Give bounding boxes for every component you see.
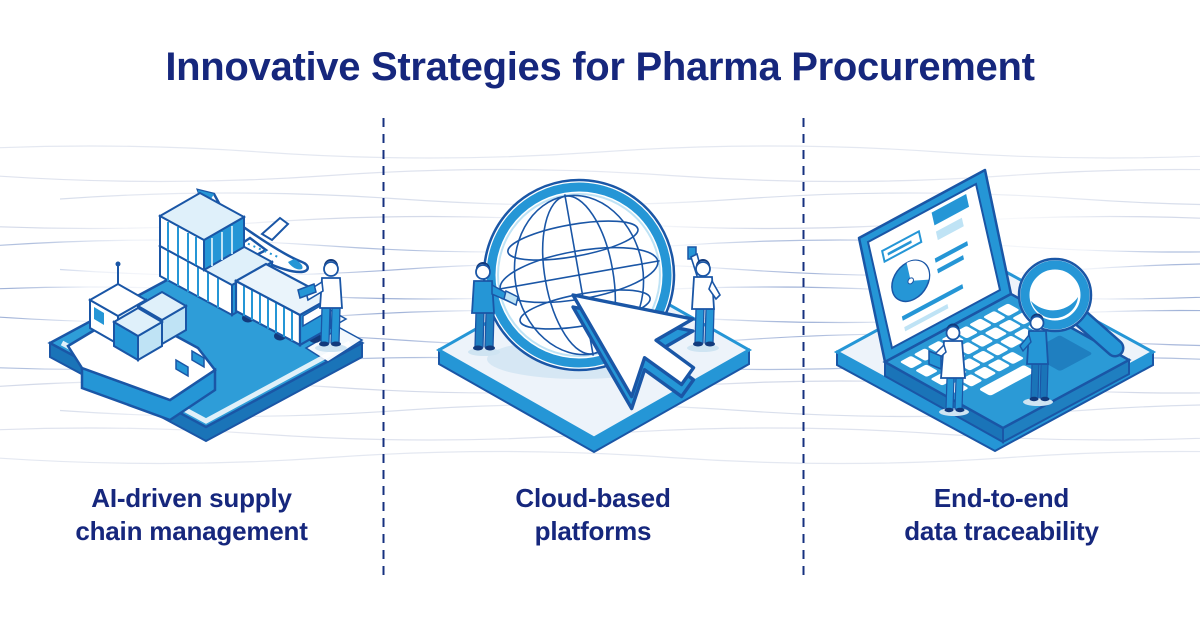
person-right xyxy=(1019,313,1053,406)
label-line: platforms xyxy=(534,516,652,546)
cargo-ship xyxy=(66,261,217,422)
magnifying-glass xyxy=(1017,257,1125,358)
page-title: Innovative Strategies for Pharma Procure… xyxy=(165,45,1035,89)
person-left xyxy=(928,323,969,416)
label-cloud-platforms: Cloud-based platforms xyxy=(383,482,803,548)
label-line: End-to-end xyxy=(933,483,1070,513)
worker-figure xyxy=(297,259,347,352)
label-line: chain management xyxy=(75,516,308,546)
label-line: data traceability xyxy=(904,516,1099,546)
illustration-cloud-platforms xyxy=(435,178,753,454)
illustration-data-traceability xyxy=(833,168,1157,453)
laptop xyxy=(857,168,1132,444)
laptop-screen-dashboard xyxy=(880,194,970,332)
column-labels: AI-driven supply chain management Cloud-… xyxy=(0,482,1200,572)
label-data-traceability: End-to-end data traceability xyxy=(803,482,1200,548)
label-line: Cloud-based xyxy=(515,483,671,513)
illustration-supply-chain xyxy=(47,188,365,443)
cursor-arrow xyxy=(571,293,696,411)
person-right xyxy=(687,246,721,352)
person-left xyxy=(468,262,519,356)
truck xyxy=(233,262,333,347)
label-supply-chain: AI-driven supply chain management xyxy=(0,482,383,548)
label-line: AI-driven supply xyxy=(91,483,292,513)
